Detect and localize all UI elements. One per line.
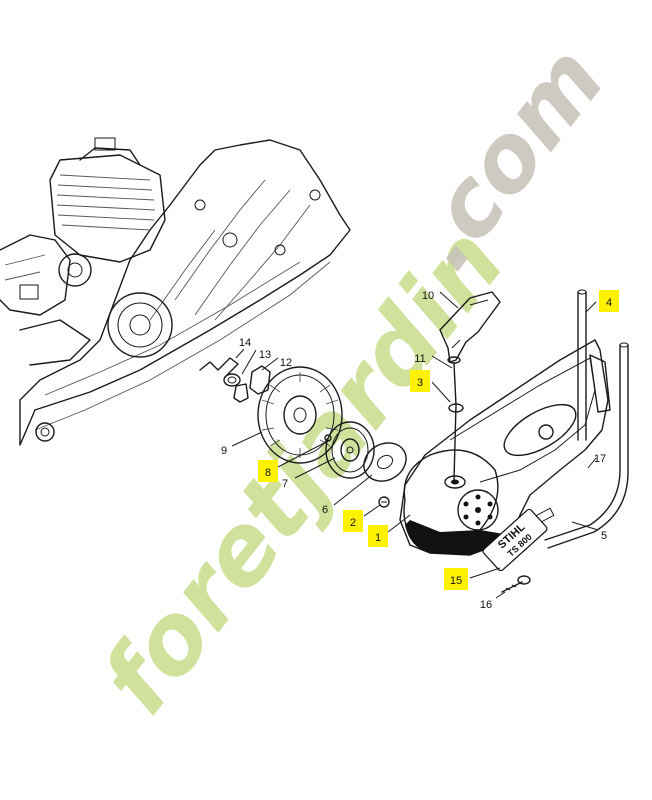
callout-7: 7 bbox=[282, 478, 288, 490]
watermark-prefix: foretjardin bbox=[80, 207, 526, 734]
callout-highlight-8 bbox=[258, 460, 278, 482]
callout-label-4: 4 bbox=[606, 297, 612, 309]
callout-label-1: 1 bbox=[375, 532, 381, 544]
callout-2: 2 bbox=[343, 510, 363, 532]
callout-17: 17 bbox=[594, 453, 606, 465]
callout-label-15: 15 bbox=[450, 575, 462, 587]
callout-10: 10 bbox=[422, 290, 434, 302]
saw-body-outline bbox=[0, 137, 351, 446]
watermark: foretjardin .com bbox=[80, 27, 625, 734]
callout-label-13: 13 bbox=[259, 349, 271, 361]
hoses bbox=[544, 289, 629, 549]
callout-highlight-2 bbox=[343, 510, 363, 532]
callout-16: 16 bbox=[480, 599, 492, 611]
callout-highlight-3 bbox=[410, 370, 430, 392]
callout-label-7: 7 bbox=[282, 478, 288, 490]
callout-13: 13 bbox=[259, 349, 271, 361]
callout-label-17: 17 bbox=[594, 453, 606, 465]
watermark-suffix: .com bbox=[388, 27, 625, 289]
callout-highlight-1 bbox=[368, 525, 388, 547]
screw-2 bbox=[378, 496, 390, 508]
washer bbox=[363, 442, 407, 482]
callout-14: 14 bbox=[239, 337, 251, 349]
callout-label-8: 8 bbox=[265, 467, 271, 479]
callout-label-2: 2 bbox=[350, 517, 356, 529]
small-clips bbox=[199, 357, 271, 403]
starter-cover-housing: STIHL TS 800 bbox=[399, 339, 611, 572]
callout-6: 6 bbox=[322, 504, 328, 516]
callout-5: 5 bbox=[601, 530, 607, 542]
callout-label-5: 5 bbox=[601, 530, 607, 542]
callout-label-12: 12 bbox=[280, 357, 292, 369]
callout-4: 4 bbox=[599, 290, 619, 312]
callout-label-9: 9 bbox=[221, 445, 227, 457]
callout-1: 1 bbox=[368, 525, 388, 547]
leader-lines bbox=[231, 291, 599, 599]
callout-highlight-15 bbox=[444, 568, 468, 590]
callout-label-16: 16 bbox=[480, 599, 492, 611]
callout-label-14: 14 bbox=[239, 337, 251, 349]
starter-rope bbox=[448, 362, 464, 481]
callout-3: 3 bbox=[410, 370, 430, 392]
callout-label-10: 10 bbox=[422, 290, 434, 302]
callout-9: 9 bbox=[221, 445, 227, 457]
rope-pulley bbox=[324, 421, 375, 479]
callout-label-3: 3 bbox=[417, 377, 423, 389]
callout-15: 15 bbox=[444, 568, 468, 590]
callout-11: 11 bbox=[414, 353, 425, 365]
callout-12: 12 bbox=[280, 357, 292, 369]
callout-label-11: 11 bbox=[414, 353, 425, 365]
callout-highlight-4 bbox=[599, 290, 619, 312]
callout-label-6: 6 bbox=[322, 504, 328, 516]
bolt-16 bbox=[501, 575, 531, 593]
callout-8: 8 bbox=[258, 460, 278, 482]
